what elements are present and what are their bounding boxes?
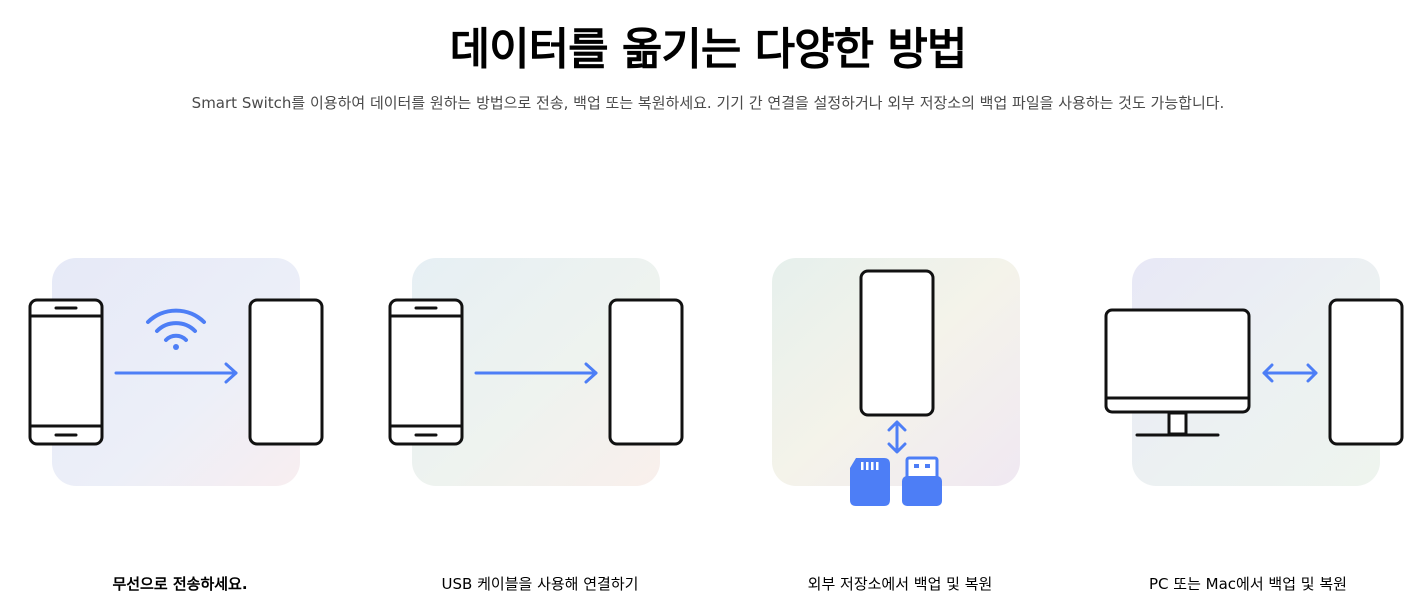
method-label: 무선으로 전송하세요. (112, 575, 248, 593)
method-card-pc-mac[interactable]: PC 또는 Mac에서 백업 및 복원 (1080, 140, 1416, 615)
arrow-right-icon (474, 362, 598, 384)
target-phone-icon (608, 298, 684, 446)
sd-card-icon (850, 458, 890, 506)
method-label: PC 또는 Mac에서 백업 및 복원 (1149, 575, 1347, 593)
usb-illustration (388, 258, 684, 486)
wireless-illustration (28, 258, 324, 486)
monitor-icon (1104, 308, 1251, 437)
usb-drive-icon (902, 456, 942, 506)
phone-icon (859, 269, 935, 417)
source-phone-icon (28, 298, 104, 446)
external-storage-illustration (772, 258, 1020, 506)
method-card-usb[interactable]: USB 케이블을 사용해 연결하기 (360, 140, 720, 615)
wifi-icon (146, 308, 206, 350)
arrow-right-icon (114, 362, 238, 384)
method-label: USB 케이블을 사용해 연결하기 (441, 575, 639, 593)
source-phone-icon (388, 298, 464, 446)
arrow-left-right-icon (1262, 363, 1318, 383)
pc-mac-illustration (1104, 258, 1404, 486)
page-title: 데이터를 옮기는 다양한 방법 (449, 24, 968, 75)
page-subtitle: Smart Switch를 이용하여 데이터를 원하는 방법으로 전송, 백업 … (191, 94, 1225, 112)
target-phone-icon (248, 298, 324, 446)
method-card-wireless[interactable]: 무선으로 전송하세요. (0, 140, 360, 615)
arrow-up-down-icon (887, 420, 907, 454)
method-card-external-storage[interactable]: 외부 저장소에서 백업 및 복원 (720, 140, 1080, 615)
phone-icon (1328, 298, 1404, 446)
method-label: 외부 저장소에서 백업 및 복원 (807, 575, 993, 593)
